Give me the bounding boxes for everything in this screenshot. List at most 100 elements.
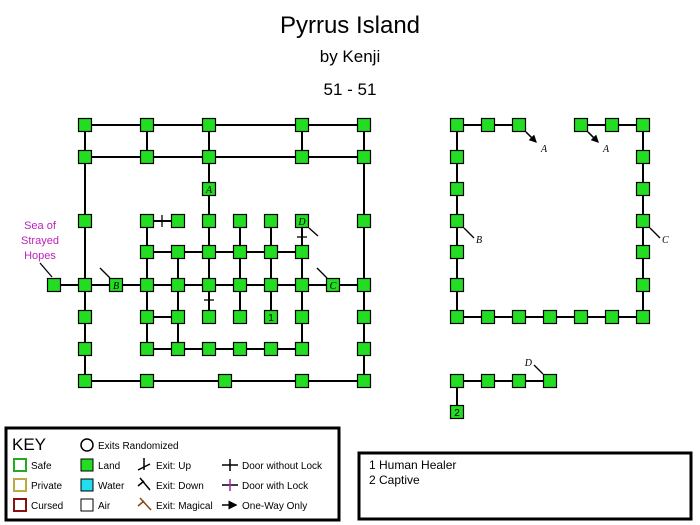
room-letter-b: B	[476, 235, 482, 246]
room-square	[635, 117, 651, 133]
room-square	[356, 117, 372, 133]
room-square	[217, 373, 233, 389]
room-square	[139, 117, 155, 133]
zone-private-swatch	[13, 478, 27, 492]
room-square	[356, 373, 372, 389]
room-square	[139, 277, 155, 293]
level-range: 51 - 51	[323, 80, 377, 99]
room-square	[449, 404, 465, 420]
door-with-lock-icon	[222, 479, 238, 491]
room-square	[77, 277, 93, 293]
zone-safe-swatch	[13, 458, 27, 472]
room-letter-d: D	[297, 217, 306, 228]
room-square	[294, 213, 310, 229]
key-terrain-land: Land	[98, 461, 120, 472]
exit-stub	[308, 227, 319, 237]
key-zone-safe: Safe	[31, 461, 52, 472]
room-square	[542, 373, 558, 389]
note-2: 2 Captive	[369, 473, 420, 487]
room-square	[449, 149, 465, 165]
room-square	[449, 277, 465, 293]
room-square	[139, 309, 155, 325]
room-square	[108, 277, 124, 293]
room-square	[356, 213, 372, 229]
map-title: Pyrrus Island	[279, 12, 421, 39]
room-square	[77, 149, 93, 165]
room-square	[511, 309, 527, 325]
rooms	[46, 117, 651, 420]
room-square	[139, 341, 155, 357]
room-square	[263, 341, 279, 357]
exit-up-icon	[137, 458, 151, 471]
sea-label-line: Sea of	[24, 220, 57, 232]
room-square	[77, 309, 93, 325]
key-title: KEY	[12, 435, 46, 454]
room-square	[77, 341, 93, 357]
room-square	[604, 309, 620, 325]
room-square	[449, 244, 465, 260]
room-letter-b: B	[113, 281, 119, 292]
key-one-way: One-Way Only	[242, 501, 307, 512]
room-square	[139, 244, 155, 260]
key-door-with-lock: Door with Lock	[242, 481, 309, 492]
key-panel: KEY Exits Randomized Safe Private Cursed…	[4, 426, 341, 522]
one-way-arrow	[525, 131, 537, 143]
exit-stub	[649, 227, 661, 239]
room-letter-a: A	[602, 144, 610, 155]
room-square	[542, 309, 558, 325]
exit-down-icon	[137, 477, 151, 491]
room-square	[232, 244, 248, 260]
notes-panel: 1 Human Healer 2 Captive	[357, 451, 693, 521]
room-square	[635, 181, 651, 197]
room-square	[356, 341, 372, 357]
room-square	[294, 277, 310, 293]
room-square	[263, 244, 279, 260]
room-square	[232, 213, 248, 229]
room-square	[263, 277, 279, 293]
room-letter-d: D	[524, 358, 533, 369]
room-square	[294, 373, 310, 389]
room-square	[170, 213, 186, 229]
room-square	[294, 149, 310, 165]
exit-stub	[463, 227, 475, 239]
room-square	[77, 373, 93, 389]
key-zone-cursed: Cursed	[31, 501, 63, 512]
key-terrain-water: Water	[98, 481, 125, 492]
room-square	[480, 309, 496, 325]
room-square	[480, 373, 496, 389]
room-square	[356, 149, 372, 165]
room-square	[201, 117, 217, 133]
room-square	[449, 213, 465, 229]
sea-label-line: Hopes	[24, 250, 56, 262]
sea-pointer	[39, 262, 53, 278]
room-square	[449, 373, 465, 389]
room-square	[139, 213, 155, 229]
sea-label-line: Strayed	[21, 235, 59, 247]
room-square	[480, 117, 496, 133]
room-square	[294, 244, 310, 260]
room-square	[170, 244, 186, 260]
room-letter-a: A	[205, 185, 213, 196]
key-terrain-air: Air	[98, 501, 111, 512]
room-square	[294, 309, 310, 325]
room-square	[635, 244, 651, 260]
one-way-arrow	[587, 131, 599, 143]
room-square	[170, 341, 186, 357]
room-square	[170, 277, 186, 293]
key-exit-magical: Exit: Magical	[156, 501, 213, 512]
room-square	[635, 309, 651, 325]
room-square	[356, 309, 372, 325]
room-connections	[54, 124, 644, 412]
room-square	[201, 309, 217, 325]
key-exits-randomized: Exits Randomized	[98, 441, 179, 452]
terrain-land-swatch	[80, 458, 94, 472]
key-exit-up: Exit: Up	[156, 461, 191, 472]
room-number-1: 1	[268, 313, 274, 324]
door-without-lock-icon	[222, 459, 238, 471]
room-square	[449, 309, 465, 325]
map-overlays	[99, 131, 661, 375]
exit-magical-icon	[137, 497, 152, 511]
room-square	[635, 213, 651, 229]
zone-cursed-swatch	[13, 498, 27, 512]
